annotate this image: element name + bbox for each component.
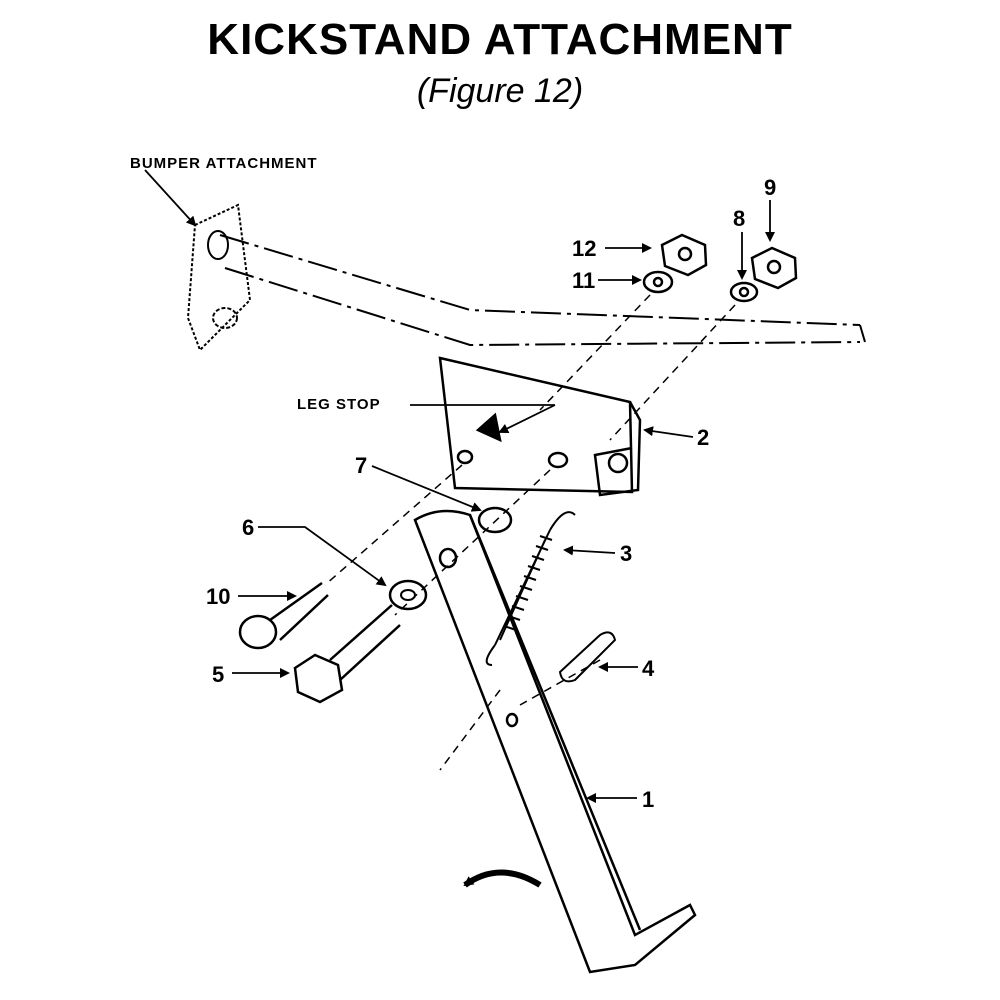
- bumper-plate-hole-lower: [212, 307, 238, 329]
- leader-lines: [144, 169, 775, 803]
- washer-6: [388, 579, 428, 611]
- diagram-subtitle: (Figure 12): [416, 72, 584, 110]
- hardware-nuts: [642, 233, 798, 303]
- leg-stop-tab: [475, 412, 502, 443]
- kickstand-leg: [413, 509, 697, 974]
- bumper-attachment-label: BUMPER ATTACHMENT: [130, 155, 318, 172]
- bumper-plate: [186, 203, 252, 352]
- bumper-bar-bottom: [224, 267, 861, 347]
- bracket-flange: [593, 401, 642, 497]
- leg-inner-edge: [468, 514, 642, 931]
- bumper-attachment: [186, 203, 866, 352]
- callout-part-4: 4: [642, 656, 655, 681]
- carriage-bolt-shank: [269, 581, 329, 641]
- rotation-arrow-icon: [463, 869, 542, 888]
- callout-part-11: 11: [572, 268, 595, 293]
- bumper-bar-end: [859, 324, 866, 343]
- washer-11: [642, 270, 674, 294]
- washer-11-hole: [652, 276, 664, 288]
- spring-hook-bottom: [485, 644, 496, 666]
- leg-stop-label: LEG STOP: [297, 396, 381, 413]
- bracket-hole-1: [456, 449, 474, 465]
- washer-6-hole: [400, 589, 416, 601]
- callout-part-5: 5: [212, 662, 224, 687]
- spring-coil: [494, 529, 553, 646]
- callout-part-2: 2: [697, 425, 709, 450]
- bracket: [438, 356, 642, 497]
- bumper-plate-hole: [207, 230, 229, 260]
- leg-hole-lower: [505, 712, 519, 728]
- callout-part-7: 7: [355, 453, 367, 478]
- assembly-lines: [324, 294, 736, 771]
- bracket-plate: [438, 356, 634, 494]
- nut-9-hole: [766, 259, 782, 275]
- washer-8: [729, 281, 759, 303]
- nut-12-hole: [677, 246, 693, 262]
- callout-part-10: 10: [206, 584, 230, 609]
- bumper-bar-top: [219, 234, 861, 326]
- bracket-hole-3: [607, 452, 629, 474]
- spring: [485, 511, 576, 666]
- callout-part-3: 3: [620, 541, 632, 566]
- spring-hook-top: [549, 511, 576, 531]
- leg-body: [413, 509, 697, 974]
- callout-part-9: 9: [764, 175, 776, 200]
- washer-7: [477, 506, 513, 534]
- nut-9: [750, 246, 798, 290]
- carriage-bolt: [238, 581, 329, 650]
- hex-bolt-head: [293, 653, 344, 704]
- leg-hole-top: [438, 547, 458, 569]
- callout-part-12: 12: [572, 236, 596, 261]
- callout-part-8: 8: [733, 206, 745, 231]
- nut-12: [660, 233, 708, 277]
- cotter-pin: [558, 631, 617, 683]
- diagram-title: KICKSTAND ATTACHMENT: [207, 15, 793, 64]
- hex-bolt-shank: [329, 604, 401, 681]
- washer-8-hole: [738, 286, 750, 298]
- carriage-bolt-head: [238, 614, 278, 650]
- hex-bolt: [293, 604, 401, 704]
- callout-part-6: 6: [242, 515, 254, 540]
- bracket-hole-2: [547, 451, 569, 469]
- callout-part-1: 1: [642, 787, 654, 812]
